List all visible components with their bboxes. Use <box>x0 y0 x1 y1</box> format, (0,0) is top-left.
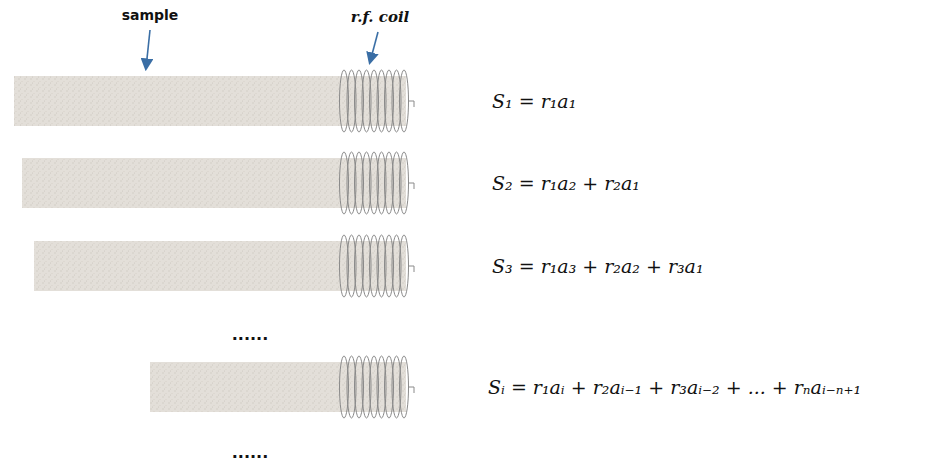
callout-label: sample <box>122 7 179 23</box>
leader-arrow <box>146 30 150 68</box>
ellipsis: ...... <box>232 443 268 462</box>
leader-arrow <box>370 32 378 62</box>
ellipsis: ...... <box>232 325 268 344</box>
coil-lead <box>408 183 414 189</box>
equation: Sᵢ = r₁aᵢ + r₂aᵢ₋₁ + r₃aᵢ₋₂ + ... + rₙaᵢ… <box>488 376 861 398</box>
coil-lead <box>408 266 414 272</box>
callout-label: r.f. coil <box>351 8 410 26</box>
coil-winding <box>400 356 409 418</box>
equation: S₂ = r₁a₂ + r₂a₁ <box>492 172 640 194</box>
sample-bar <box>150 362 406 412</box>
rf-coil <box>340 70 415 418</box>
equation: S₁ = r₁a₁ <box>492 90 576 112</box>
coil-winding <box>400 70 409 132</box>
equation: S₃ = r₁a₃ + r₂a₂ + r₃a₁ <box>492 255 704 277</box>
sample-bar <box>34 241 406 291</box>
coil-winding <box>400 152 409 214</box>
coil-lead <box>408 101 414 107</box>
coil-winding <box>400 235 409 297</box>
coil-lead <box>408 387 414 393</box>
